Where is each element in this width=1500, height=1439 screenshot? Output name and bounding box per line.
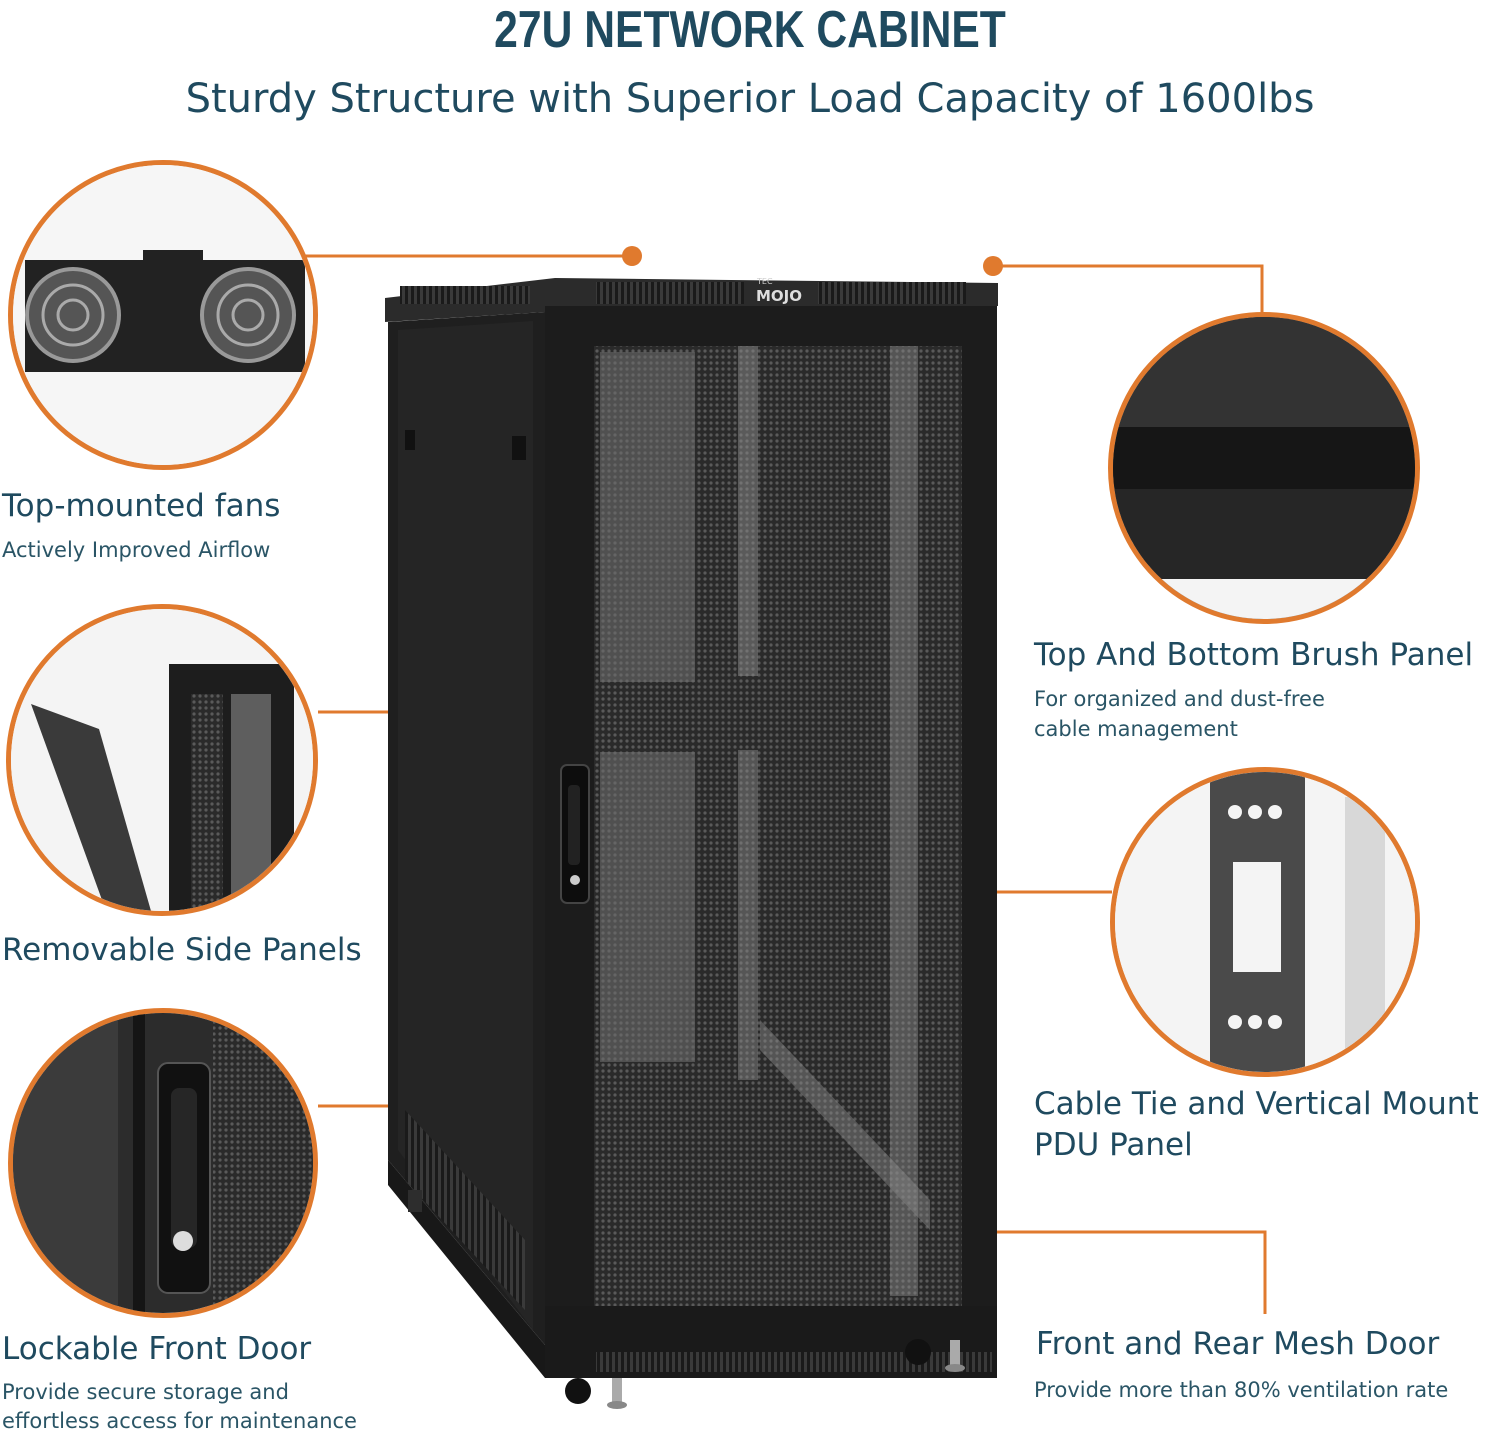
pdu-panel-title-1: Cable Tie and Vertical Mount [1034,1086,1479,1122]
connector-mesh [887,1230,1267,1314]
brand-logo: MOJO [756,287,802,305]
brush-panel-subtitle-1: For organized and dust-free [1034,687,1325,711]
mesh-door-title: Front and Rear Mesh Door [1036,1326,1440,1362]
fans-detail-circle [8,160,318,470]
door-lock-image [13,1013,313,1313]
brush-panel-subtitle-2: cable management [1034,717,1238,741]
mesh-door-subtitle: Provide more than 80% ventilation rate [1034,1378,1449,1402]
pdu-panel-title-2: PDU Panel [1034,1127,1193,1163]
callout-dot-fans [622,246,642,266]
page-subtitle: Sturdy Structure with Superior Load Capa… [185,76,1315,122]
brush-panel-title: Top And Bottom Brush Panel [1034,637,1474,673]
callout-dot-brush [983,256,1003,276]
fans-title: Top-mounted fans [2,488,281,524]
side-panel-image [11,609,313,911]
side-panels-title: Removable Side Panels [2,932,362,968]
front-door-subtitle-2: effortless access for maintenance [2,1409,357,1433]
front-door-detail-circle [8,1008,318,1318]
fans-subtitle: Actively Improved Airflow [2,538,271,562]
page-title: 27U NETWORK CABINET [494,1,1006,59]
front-door-subtitle-1: Provide secure storage and [2,1380,289,1404]
side-panels-detail-circle [6,604,318,916]
pdu-panel-detail-circle [1110,767,1420,1077]
brush-panel-detail-circle [1108,312,1420,624]
brand-logo-small: TEC [756,277,773,286]
fan-tray-image [13,165,313,465]
pdu-rail-image [1115,772,1415,1072]
connector-brush [995,264,1264,316]
brush-panel-image [1113,317,1415,619]
front-door-title: Lockable Front Door [2,1331,312,1367]
